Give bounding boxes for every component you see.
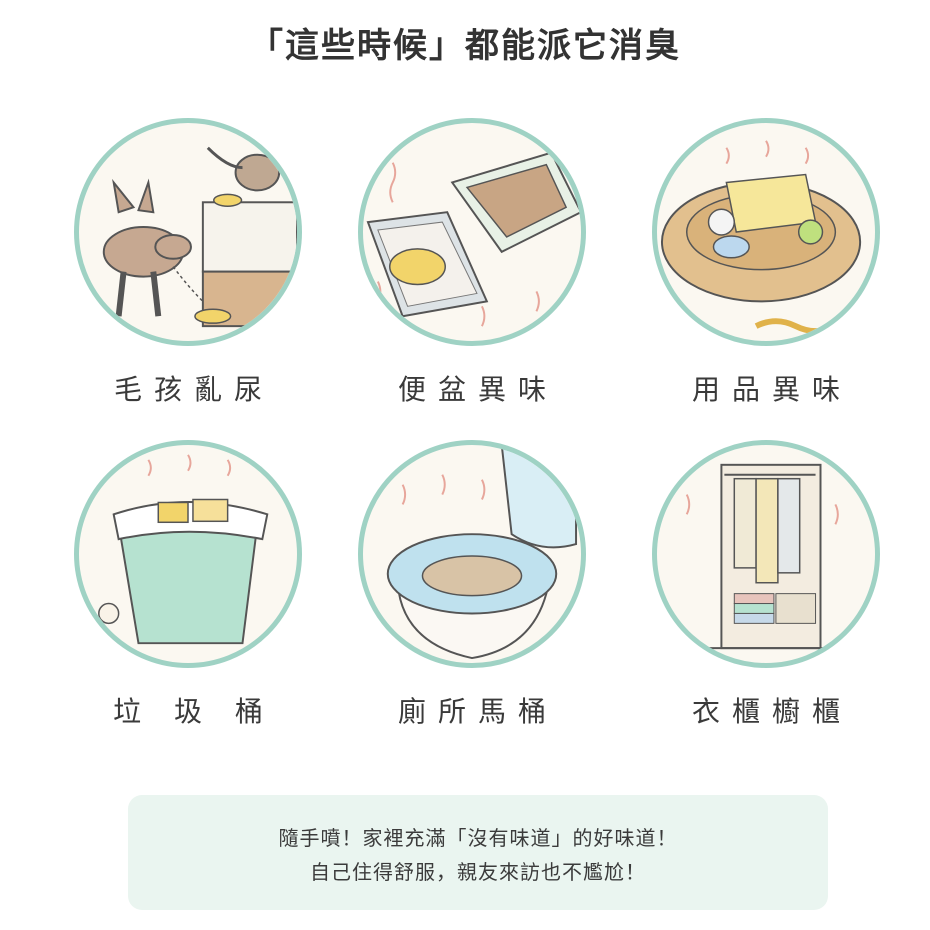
trash-can-icon xyxy=(98,454,269,645)
toilet-icon xyxy=(386,445,578,660)
usage-item-pet-urine: 毛孩亂尿 xyxy=(68,118,308,408)
usage-illustration xyxy=(74,118,302,346)
usage-item-trash-can: 垃 圾 桶 xyxy=(68,440,308,730)
usage-illustration xyxy=(652,440,880,668)
litter-box-icon xyxy=(366,151,581,327)
usage-item-litter-box: 便盆異味 xyxy=(352,118,592,408)
usage-label: 廁所馬桶 xyxy=(397,695,558,728)
usage-label: 便盆異味 xyxy=(397,373,558,406)
usage-item-pet-supplies: 用品異味 xyxy=(646,118,886,408)
pet-bed-icon xyxy=(660,140,862,335)
dog-peeing-icon xyxy=(102,146,297,328)
usage-label: 用品異味 xyxy=(691,373,852,406)
wardrobe-icon xyxy=(685,463,839,650)
page-title: 「這些時候」都能派它消臭 xyxy=(249,26,681,66)
usage-illustration xyxy=(358,440,586,668)
usage-illustration xyxy=(74,440,302,668)
usage-label: 毛孩亂尿 xyxy=(113,373,274,406)
usage-label: 衣櫃櫥櫃 xyxy=(691,695,852,728)
usage-item-wardrobe: 衣櫃櫥櫃 xyxy=(646,440,886,730)
note-line-2: 自己住得舒服，親友來訪也不尷尬！ xyxy=(310,860,646,884)
usage-illustration xyxy=(652,118,880,346)
note-line-1: 隨手噴！家裡充滿「沒有味道」的好味道！ xyxy=(278,826,678,850)
note-box: 隨手噴！家裡充滿「沒有味道」的好味道！ 自己住得舒服，親友來訪也不尷尬！ xyxy=(128,795,828,910)
usage-label: 垃 圾 桶 xyxy=(113,695,275,728)
usage-item-toilet: 廁所馬桶 xyxy=(352,440,592,730)
usage-illustration xyxy=(358,118,586,346)
